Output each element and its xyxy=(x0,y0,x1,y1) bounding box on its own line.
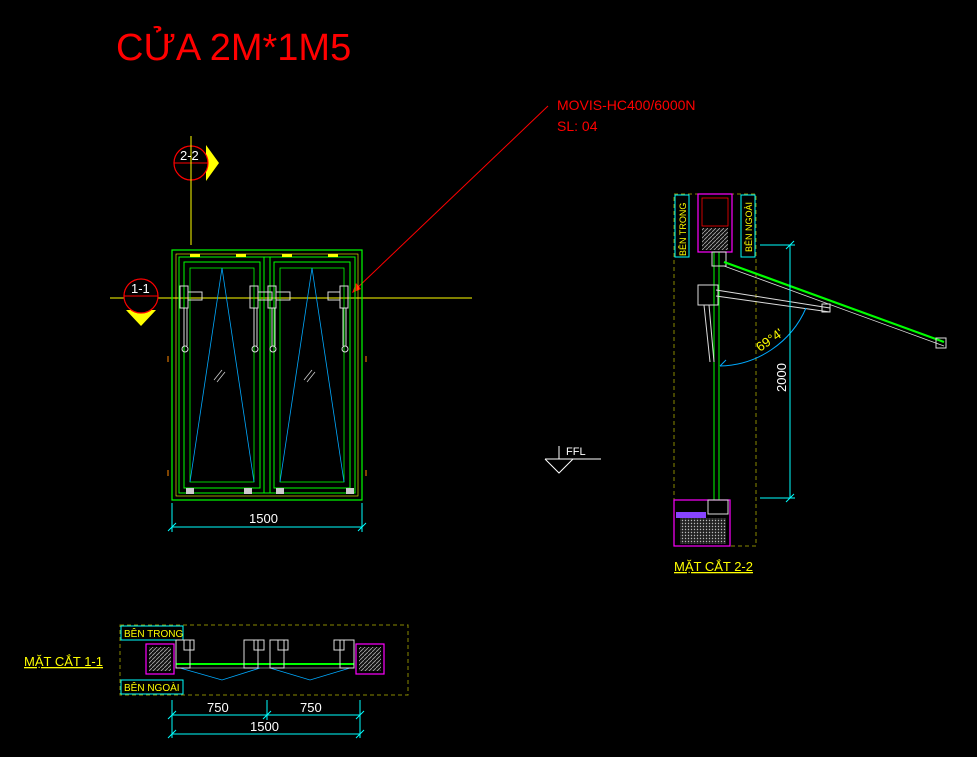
gas-spring-hardware xyxy=(179,285,349,353)
ffl-label: FFL xyxy=(566,446,586,458)
section-1-1-outside-label: BÊN NGOÀI xyxy=(124,681,180,694)
elevation-width-dimension xyxy=(167,503,367,532)
callout-quantity: SL: 04 xyxy=(557,118,598,134)
section-2-2-outside-label: BÊN NGOÀI xyxy=(744,202,754,252)
ffl-level-mark xyxy=(544,446,601,474)
section-mark-1-1-label: 1-1 xyxy=(131,281,150,296)
callout-leader xyxy=(352,105,549,293)
elevation-width-label: 1500 xyxy=(249,511,278,526)
section-2-2-inside-label: BÊN TRONG xyxy=(678,203,688,256)
section-mark-2-2-label: 2-2 xyxy=(180,148,199,163)
section-1-1-right-dim: 750 xyxy=(300,700,322,715)
section-2-2-height-label: 2000 xyxy=(774,363,789,392)
section-1-1-drawing xyxy=(119,624,409,739)
callout-model: MOVIS-HC400/6000N xyxy=(557,97,696,113)
section-1-1-left-dim: 750 xyxy=(207,700,229,715)
window-elevation xyxy=(167,249,367,501)
section-1-1-inside-label: BÊN TRONG xyxy=(124,627,183,640)
section-mark-1-1 xyxy=(110,278,472,326)
section-2-2-caption: MẶT CẮT 2-2 xyxy=(674,559,753,574)
section-1-1-caption: MẶT CẮT 1-1 xyxy=(24,654,103,669)
drawing-title: CỬA 2M*1M5 xyxy=(116,25,351,69)
section-2-2-angle-label: 69°4' xyxy=(753,325,786,354)
section-mark-2-2 xyxy=(173,136,219,245)
section-2-2-drawing xyxy=(673,193,947,547)
section-1-1-total-dim: 1500 xyxy=(250,719,279,734)
